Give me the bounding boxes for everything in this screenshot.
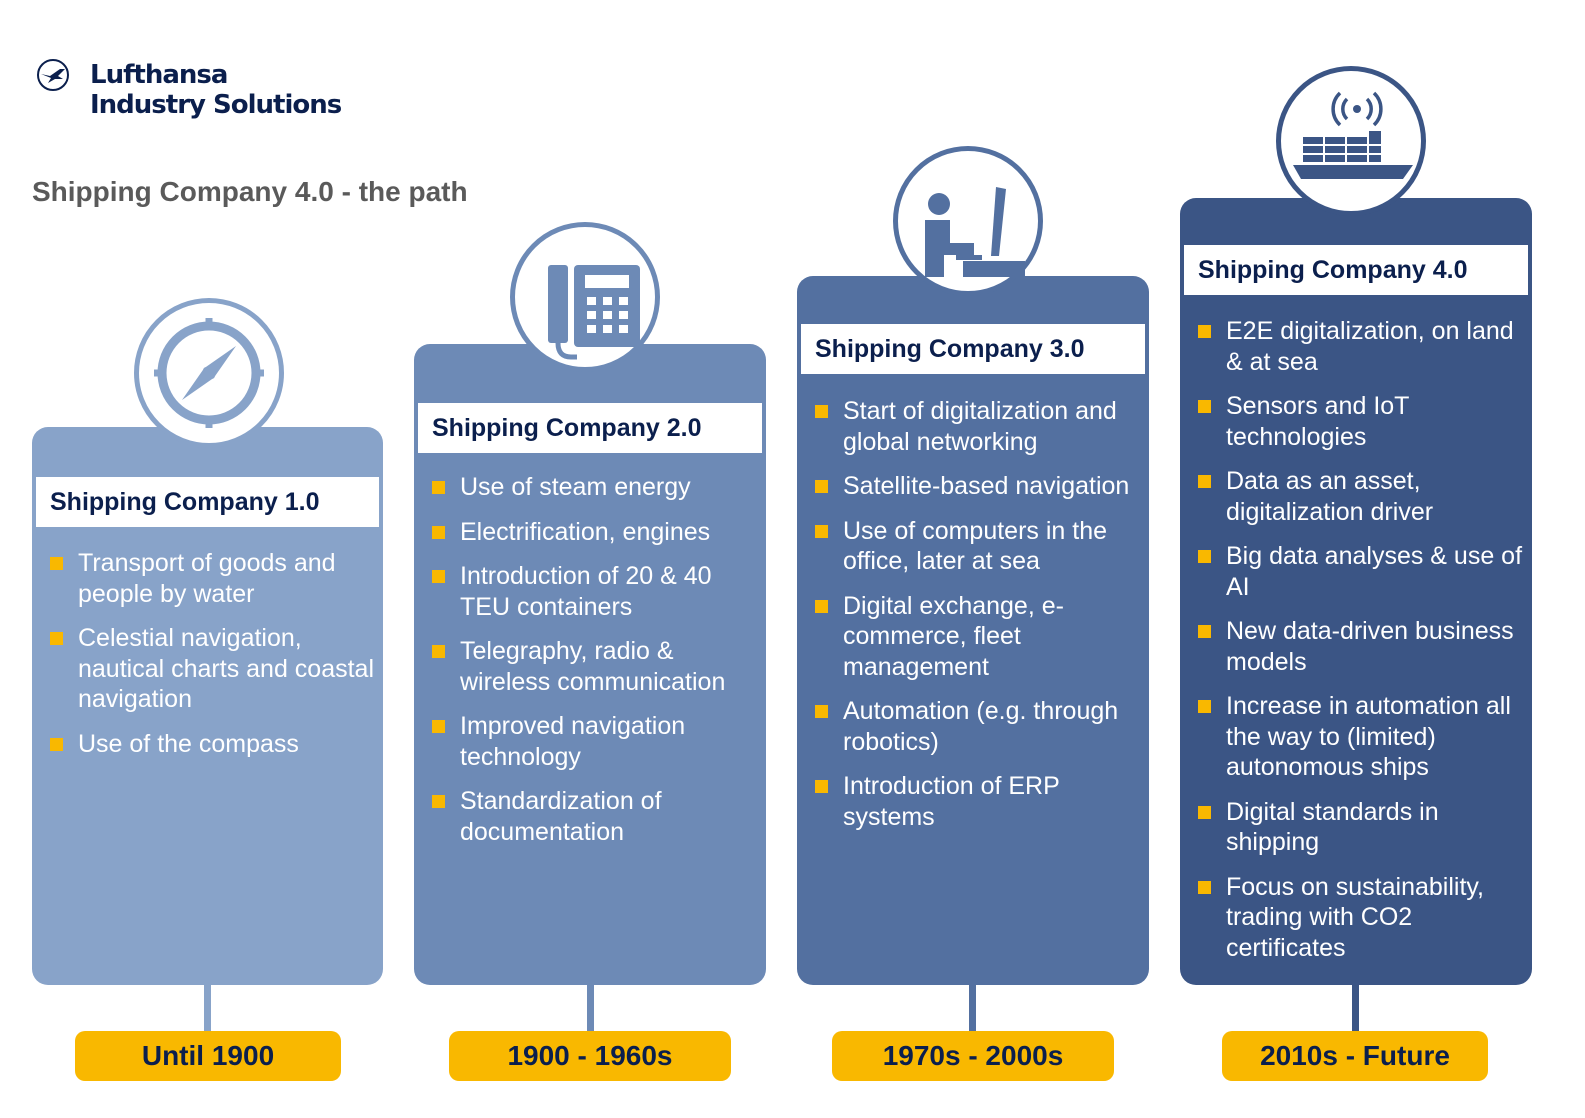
connected-container-ship-icon: [1293, 91, 1413, 179]
stage-3-connector: [969, 984, 976, 1032]
list-item: Sensors and IoT technologies: [1198, 391, 1524, 452]
stage-4-header: Shipping Company 4.0: [1184, 245, 1528, 295]
stage-3-icon-badge: [893, 146, 1043, 296]
list-item: E2E digitalization, on land & at sea: [1198, 316, 1524, 377]
computer-user-icon: [925, 187, 1025, 277]
stage-3-period: 1970s - 2000s: [832, 1031, 1114, 1081]
list-item: Transport of goods and people by water: [50, 548, 375, 609]
stage-1-period: Until 1900: [75, 1031, 341, 1081]
brand-line-1: Lufthansa: [90, 60, 228, 90]
list-item: Digital standards in shipping: [1198, 797, 1524, 858]
list-item: New data-driven business models: [1198, 616, 1524, 677]
stage-4-period: 2010s - Future: [1222, 1031, 1488, 1081]
list-item: Introduction of ERP systems: [815, 771, 1141, 832]
stage-1-connector: [204, 984, 211, 1032]
stage-2-header: Shipping Company 2.0: [418, 403, 762, 453]
list-item: Telegraphy, radio & wireless communicati…: [432, 636, 758, 697]
compass-icon: [154, 318, 264, 428]
stage-4-list: E2E digitalization, on land & at sea Sen…: [1198, 316, 1524, 977]
page-title: Shipping Company 4.0 - the path: [32, 176, 468, 207]
stage-4-card: Shipping Company 4.0 E2E digitalization,…: [1180, 198, 1532, 985]
list-item: Use of the compass: [50, 729, 375, 760]
brand-name: Lufthansa Industry Solutions: [90, 60, 390, 120]
stage-1-header: Shipping Company 1.0: [36, 477, 379, 527]
list-item: Satellite-based navigation: [815, 471, 1141, 502]
list-item: Use of steam energy: [432, 472, 758, 503]
stage-3-list: Start of digitalization and global netwo…: [815, 396, 1141, 846]
stage-3-card: Shipping Company 3.0 Start of digitaliza…: [797, 276, 1149, 985]
list-item: Standardization of documentation: [432, 786, 758, 847]
list-item: Automation (e.g. through robotics): [815, 696, 1141, 757]
stage-3-header: Shipping Company 3.0: [801, 324, 1145, 374]
list-item: Start of digitalization and global netwo…: [815, 396, 1141, 457]
stage-4-icon-badge: [1276, 66, 1426, 216]
crane-logo-icon: [37, 59, 69, 91]
list-item: Increase in automation all the way to (l…: [1198, 691, 1524, 783]
list-item: Celestial navigation, nautical charts an…: [50, 623, 375, 715]
stage-2-icon-badge: [510, 222, 660, 372]
stage-1-list: Transport of goods and people by water C…: [50, 548, 375, 773]
stage-2-period: 1900 - 1960s: [449, 1031, 731, 1081]
list-item: Improved navigation technology: [432, 711, 758, 772]
stage-1-card: Shipping Company 1.0 Transport of goods …: [32, 427, 383, 985]
list-item: Electrification, engines: [432, 517, 758, 548]
stage-2-list: Use of steam energy Electrification, eng…: [432, 472, 758, 861]
stage-1-icon-badge: [134, 298, 284, 448]
list-item: Use of computers in the office, later at…: [815, 516, 1141, 577]
list-item: Data as an asset, digitalization driver: [1198, 466, 1524, 527]
stage-2-connector: [587, 984, 594, 1032]
list-item: Introduction of 20 & 40 TEU containers: [432, 561, 758, 622]
list-item: Focus on sustainability, trading with CO…: [1198, 872, 1524, 964]
list-item: Digital exchange, e-commerce, fleet mana…: [815, 591, 1141, 683]
stage-4-connector: [1352, 984, 1359, 1032]
list-item: Big data analyses & use of AI: [1198, 541, 1524, 602]
stage-2-card: Shipping Company 2.0 Use of steam energy…: [414, 344, 766, 985]
brand-line-2: Industry Solutions: [90, 90, 342, 120]
telephone-icon: [548, 265, 640, 360]
